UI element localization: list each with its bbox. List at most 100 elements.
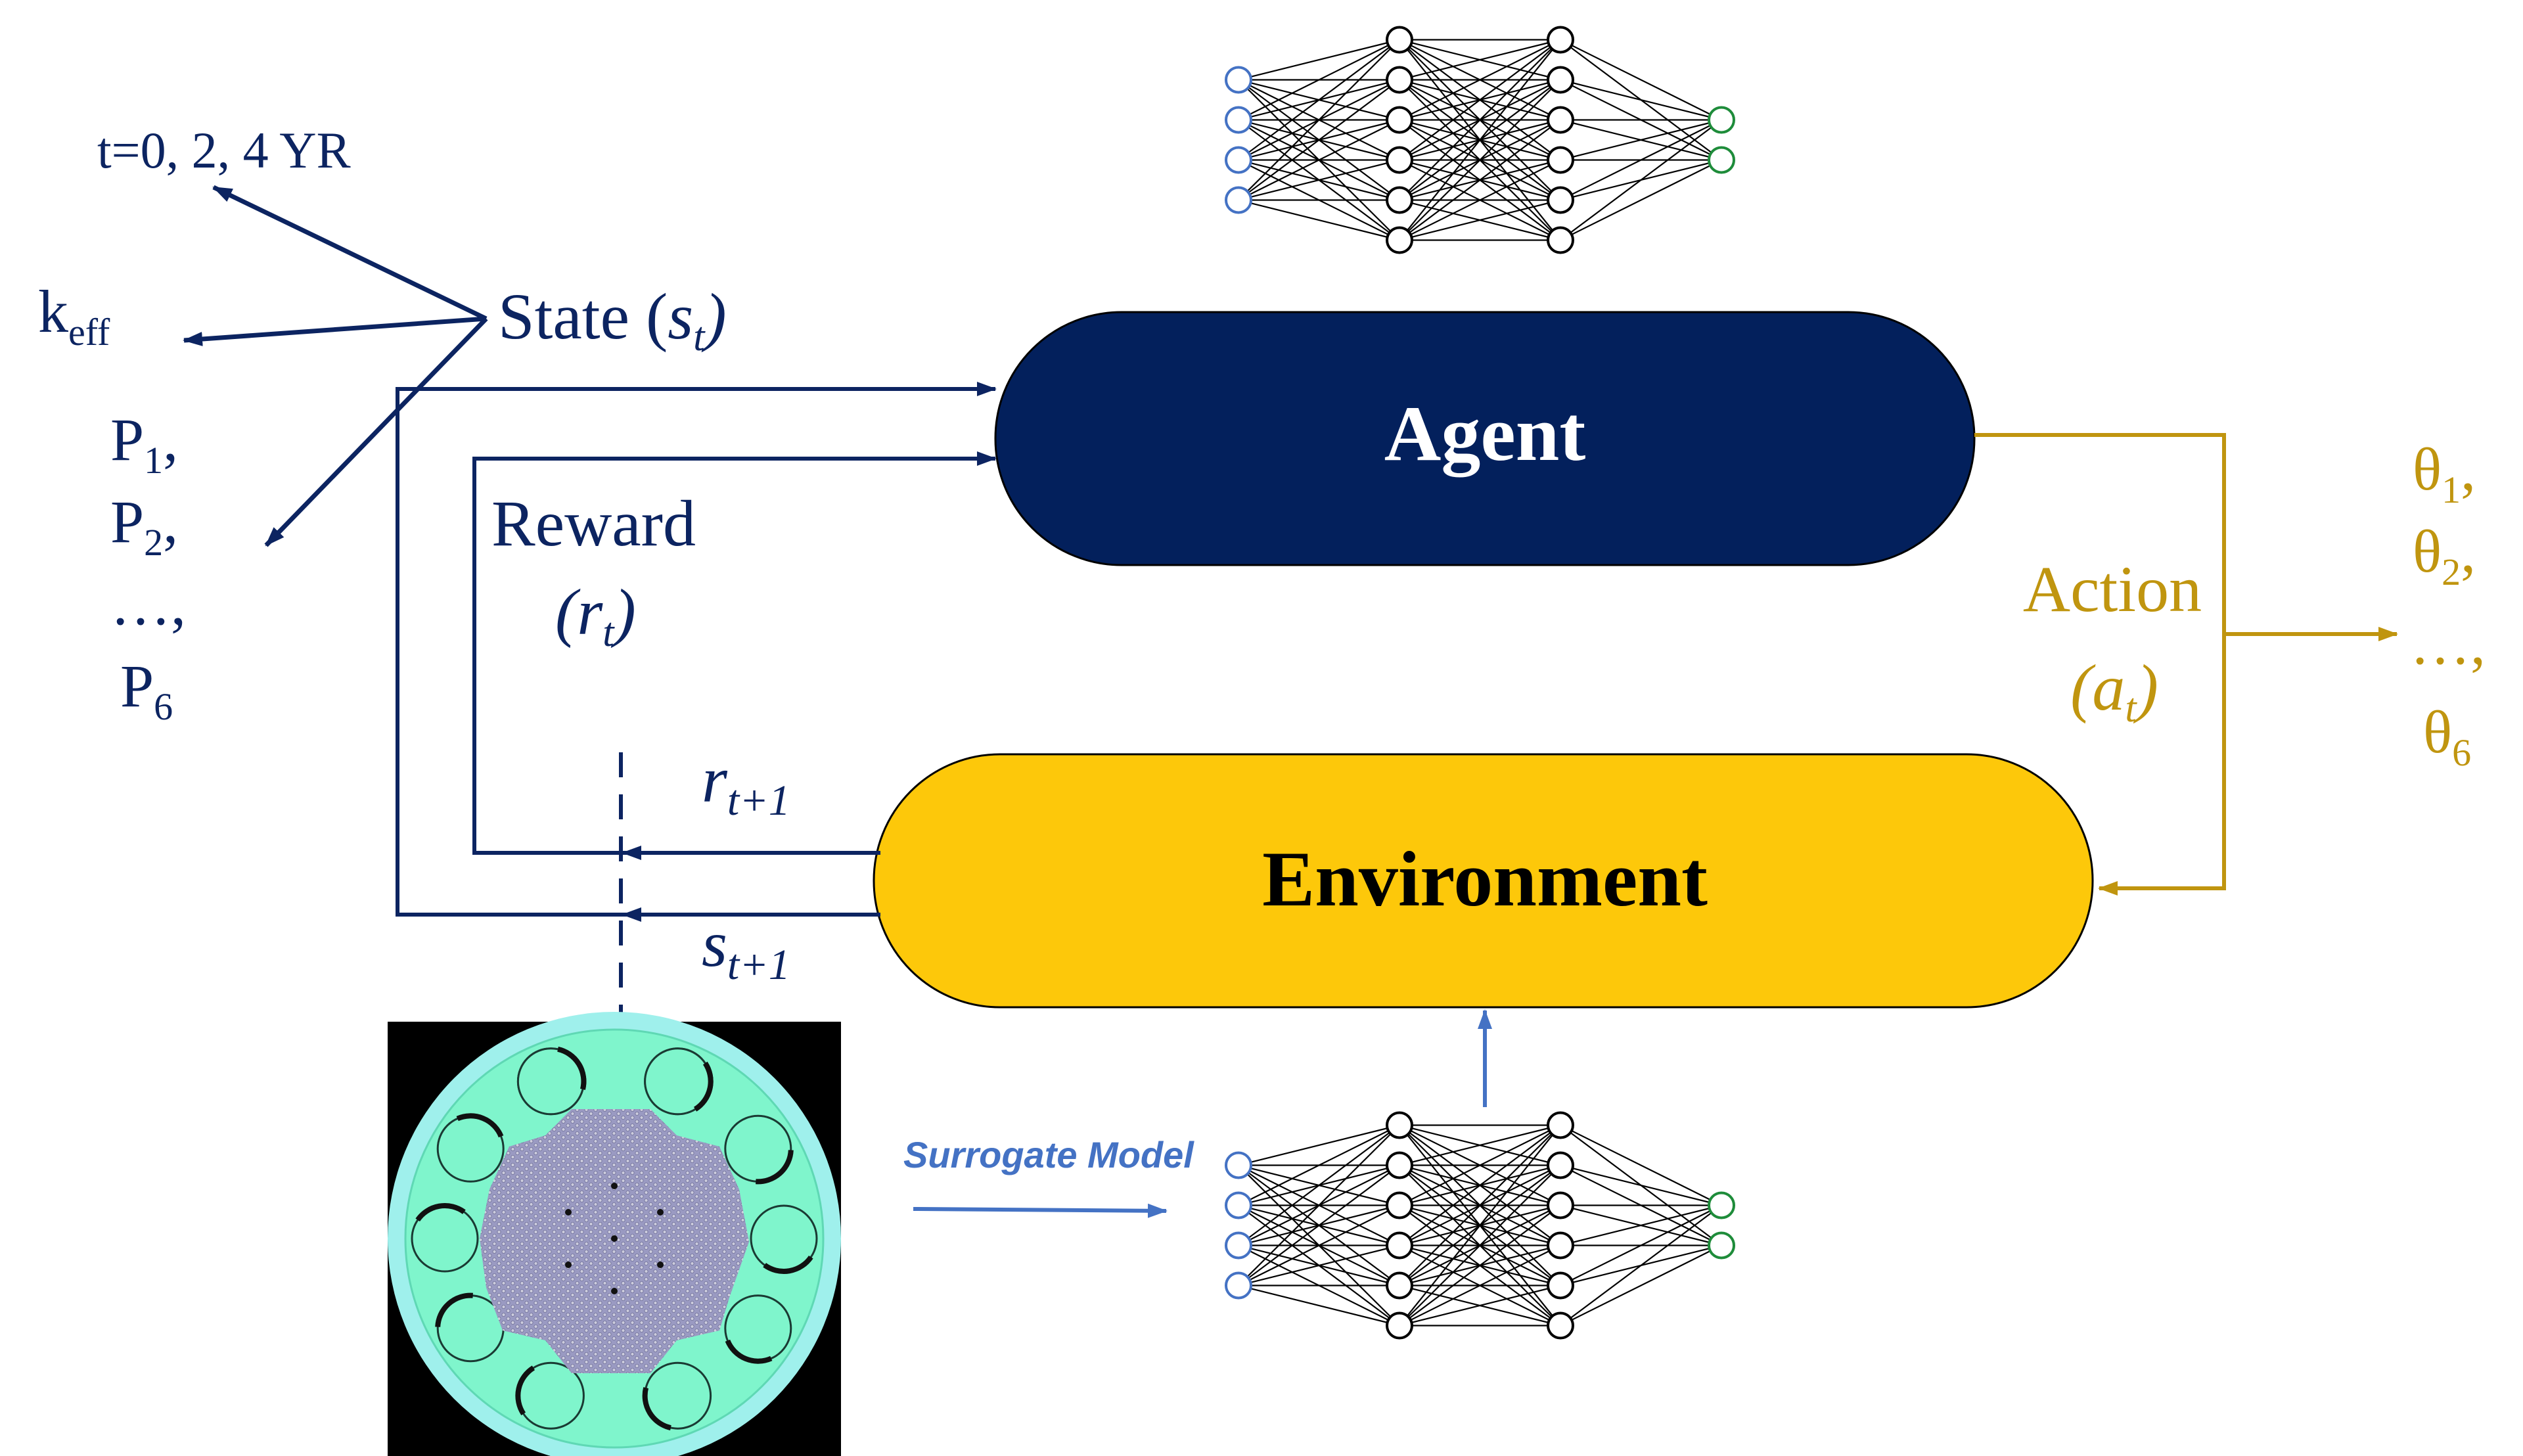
state-arrow-time — [212, 185, 488, 321]
surrogate-nn-connection — [1399, 1285, 1561, 1327]
agent-nn-node-l1-4 — [1386, 186, 1413, 214]
agent-nn-node-l2-1 — [1547, 66, 1574, 94]
agent-nn-connection — [1560, 119, 1722, 161]
agent-nn-node-l3-1 — [1708, 146, 1735, 174]
surrogate-nn-node-l1-1 — [1386, 1151, 1413, 1179]
surrogate-nn-connection — [1560, 1204, 1722, 1286]
theta2-label: θ2, — [2413, 518, 2476, 593]
theta1-label: θ1, — [2413, 436, 2476, 511]
agent-nn-connection — [1560, 159, 1722, 241]
control-rod-1 — [611, 1288, 618, 1294]
agent-nn-node-l2-2 — [1547, 106, 1574, 134]
agent-nn-connection — [1238, 159, 1400, 201]
control-rod-5 — [565, 1262, 572, 1268]
agent-nn-node-l0-1 — [1225, 106, 1252, 134]
agent-nn-node-l1-1 — [1386, 66, 1413, 94]
control-drum-absorber-10 — [557, 1046, 587, 1090]
control-drums — [411, 1046, 818, 1431]
agent-label: Agent — [1384, 390, 1586, 478]
surrogate-nn-connection — [1560, 1204, 1722, 1246]
state-label: State (st) — [498, 280, 727, 359]
surrogate-nn-connection — [1238, 1285, 1400, 1327]
surrogate-nn-connection — [1399, 1124, 1561, 1166]
agent-nn-connection — [1238, 39, 1400, 81]
agent-nn-connection — [1399, 39, 1561, 121]
surrogate-nn-connection — [1399, 1124, 1561, 1206]
surrogate-nn-node-l2-5 — [1547, 1311, 1574, 1340]
agent-nn-node-l0-0 — [1225, 66, 1252, 94]
surrogate-nn-connection — [1560, 1244, 1722, 1327]
surrogate-nn-connection — [1399, 1124, 1561, 1246]
action-symbol: (at) — [2070, 651, 2158, 731]
state-next-label: st+1 — [702, 907, 790, 989]
surrogate-nn-node-l2-4 — [1547, 1271, 1574, 1300]
state-keff-label: keff — [38, 278, 110, 353]
surrogate-nn-connection — [1399, 1124, 1561, 1327]
theta-dots-label: …, — [2410, 610, 2486, 677]
surrogate-nn-connection — [1560, 1124, 1722, 1206]
environment-label: Environment — [1262, 835, 1708, 922]
agent-nn-connection — [1238, 119, 1400, 201]
surrogate-nn-node-l0-3 — [1225, 1271, 1252, 1300]
surrogate-nn-node-l0-0 — [1225, 1151, 1252, 1179]
agent-nn-connection — [1399, 119, 1561, 241]
agent-nn-connection — [1399, 199, 1561, 241]
surrogate-nn-node-l1-2 — [1386, 1191, 1413, 1219]
agent-nn-connection — [1560, 119, 1722, 201]
control-drum-absorber-7 — [435, 1292, 473, 1327]
surrogate-nn-connection — [1399, 1124, 1561, 1286]
agent-nn-node-l1-5 — [1386, 226, 1413, 254]
control-rod-6 — [657, 1262, 664, 1268]
surrogate-nn-connection — [1560, 1164, 1722, 1206]
control-rod-2 — [611, 1235, 618, 1242]
surrogate-nn-connection — [1238, 1124, 1400, 1246]
control-drum-absorber-11 — [693, 1061, 714, 1112]
surrogate-nn-connection — [1238, 1204, 1400, 1286]
control-rod-3 — [565, 1209, 572, 1216]
control-rod-4 — [657, 1209, 664, 1216]
surrogate-nn-connection — [1238, 1124, 1400, 1286]
surrogate-nn-node-l3-1 — [1708, 1231, 1735, 1260]
state-p6-label: P6 — [120, 652, 173, 728]
reward-label: Reward — [491, 487, 696, 560]
agent-nn-node-l1-2 — [1386, 106, 1413, 134]
surrogate-nn-node-l2-2 — [1547, 1191, 1574, 1219]
control-drum-absorber-6 — [515, 1365, 535, 1416]
agent-nn-node-l2-0 — [1547, 26, 1574, 54]
agent-box — [994, 311, 1976, 566]
agent-nn-connection — [1399, 79, 1561, 241]
agent-nn-connection — [1238, 79, 1400, 201]
surrogate-model-label: Surrogate Model — [903, 1134, 1194, 1175]
reward-feedback-line — [472, 451, 997, 855]
action-label: Action — [2023, 553, 2202, 626]
agent-nn-node-l1-0 — [1386, 26, 1413, 54]
control-drum-absorber-9 — [456, 1113, 504, 1138]
surrogate-input-arrow — [913, 1203, 1168, 1218]
agent-nn-node-l2-5 — [1547, 226, 1574, 254]
agent-nn-connection — [1560, 79, 1722, 121]
surrogate-nn-node-l1-3 — [1386, 1231, 1413, 1260]
agent-neural-network — [1225, 26, 1735, 254]
surrogate-nn-node-l0-1 — [1225, 1191, 1252, 1219]
state-pdots-label: …, — [110, 570, 186, 637]
state-arrow-power — [264, 317, 488, 547]
agent-nn-connection — [1399, 159, 1561, 241]
agent-nn-connection — [1399, 39, 1561, 81]
control-rod-0 — [611, 1183, 618, 1189]
surrogate-nn-connection — [1399, 1164, 1561, 1327]
agent-nn-node-l2-3 — [1547, 146, 1574, 174]
surrogate-nn-node-l1-4 — [1386, 1271, 1413, 1300]
surrogate-nn-connection — [1238, 1124, 1400, 1206]
agent-nn-connection — [1238, 199, 1400, 241]
state-time-label: t=0, 2, 4 YR — [97, 122, 351, 179]
reward-symbol: (rt) — [555, 576, 636, 655]
surrogate-nn-connection — [1399, 1204, 1561, 1327]
agent-nn-connection — [1238, 39, 1400, 161]
agent-nn-connection — [1399, 39, 1561, 201]
agent-nn-connection — [1560, 119, 1722, 241]
agent-nn-node-l2-4 — [1547, 186, 1574, 214]
state-p1-label: P1, — [110, 406, 178, 482]
surrogate-nn-connection — [1399, 1244, 1561, 1327]
action-line — [1974, 433, 2226, 896]
surrogate-nn-node-l3-0 — [1708, 1191, 1735, 1219]
